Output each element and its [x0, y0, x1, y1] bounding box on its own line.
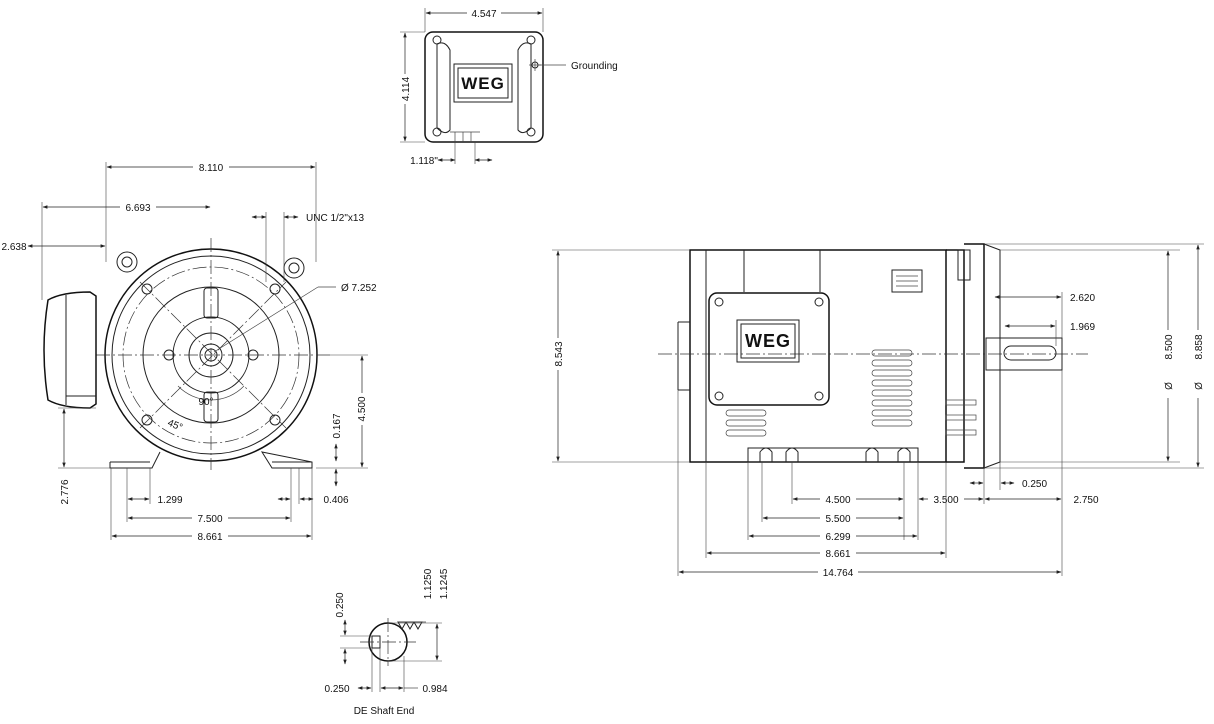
- key-width-label: 0.250: [335, 592, 346, 617]
- svg-text:WEG: WEG: [461, 74, 505, 93]
- foot-hole-1-label: 4.500: [825, 495, 850, 506]
- foot-slot-width-label: 0.406: [323, 495, 348, 506]
- diameter-min-label: 1.1245: [439, 568, 450, 599]
- front-view: 90° 45° 8.110 6.693 2.638 UNC 1/2"x13 Ø …: [1, 160, 377, 543]
- box-height-label: 4.114: [401, 76, 412, 101]
- angle-45-label: 45°: [166, 418, 184, 434]
- shaft-end-title: DE Shaft End: [354, 706, 415, 717]
- foot-width-label: 8.661: [197, 532, 222, 543]
- key-seat-label: 0.984: [422, 684, 447, 695]
- frame-length-label: 8.661: [825, 549, 850, 560]
- svg-text:WEG: WEG: [745, 331, 791, 351]
- foot-slot-label: 1.299: [157, 495, 182, 506]
- shaft-height-label: 4.500: [357, 396, 368, 421]
- weg-logo-side: WEG: [740, 323, 796, 359]
- thread-label: UNC 1/2"x13: [306, 213, 364, 224]
- foot-hole-3-label: 6.299: [825, 532, 850, 543]
- foot-hole-2-label: 5.500: [825, 514, 850, 525]
- side-view: WEG 8.543: [551, 243, 1205, 579]
- side-height-label: 8.543: [554, 341, 565, 366]
- key-length-label: 1.969: [1070, 322, 1095, 333]
- shaft-end-view: 0.250 1.1250 1.1245 0.250 0.984 DE Shaft…: [324, 568, 450, 717]
- overall-length-label: 14.764: [823, 568, 854, 579]
- shaft-length-label: 2.750: [1073, 495, 1098, 506]
- terminal-box-view: WEG 4.547 4.114 1.118" Grounding: [398, 6, 618, 167]
- overall-width-label: 8.110: [199, 163, 224, 174]
- side-vents: [725, 349, 977, 437]
- box-projection-label: 2.638: [1, 242, 26, 253]
- box-height-front-label: 2.776: [60, 479, 71, 504]
- diameter-1-symbol: Ø: [1164, 382, 1175, 390]
- box-offset-label: 1.118": [410, 156, 438, 167]
- foot-hole-span-label: 7.500: [197, 514, 222, 525]
- foot-thickness-label: 0.167: [332, 413, 343, 438]
- diameter-2-symbol: Ø: [1194, 382, 1205, 390]
- diameter-1-label: 8.500: [1164, 334, 1175, 359]
- diameter-max-label: 1.1250: [423, 568, 434, 599]
- diameter-2-label: 8.858: [1194, 334, 1205, 359]
- box-width-label: 4.547: [471, 9, 496, 20]
- bolt-circle-label: Ø 7.252: [341, 283, 377, 294]
- key-depth-label: 0.250: [324, 684, 349, 695]
- half-width-label: 6.693: [125, 203, 150, 214]
- flange-thickness-label: 0.250: [1022, 479, 1047, 490]
- weg-logo-top: WEG: [457, 67, 509, 99]
- grounding-label: Grounding: [571, 61, 618, 72]
- shaft-extension-label: 2.620: [1070, 293, 1095, 304]
- angle-90-label: 90°: [198, 397, 213, 408]
